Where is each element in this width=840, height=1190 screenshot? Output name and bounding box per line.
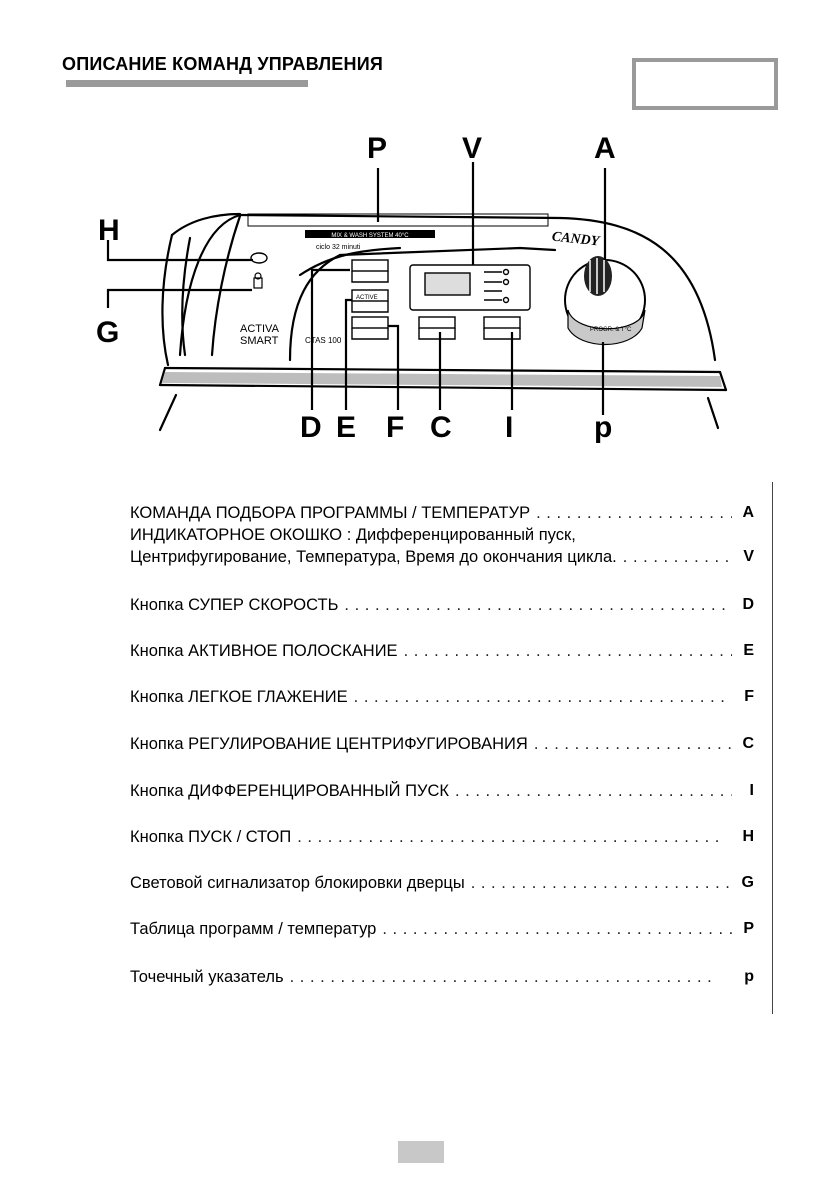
leader-dots: ........................................… [289,968,718,986]
legend-label: Кнопка РЕГУЛИРОВАНИЕ ЦЕНТРИФУГИРОВАНИЯ [130,735,528,753]
panel-cycle: ciclo 32 minuti [316,244,361,251]
leader-dots: ........................................… [403,642,732,660]
legend-key: A [742,504,754,521]
legend-key: H [742,828,754,845]
start-stop-button[interactable] [250,252,268,264]
callout-p-upper: P [367,132,387,165]
legend-key: C [742,735,754,752]
legend-key: I [749,782,754,799]
callout-d: D [300,411,322,444]
leader-dots: ........................................… [470,874,732,892]
button-e-label: ACTIVE [356,295,378,301]
legend-row-v-line1: ИНДИКАТОРНОЕ ОКОШКО : Дифференцированный… [130,526,576,544]
callout-a: A [594,132,616,165]
panel-banner: MIX & WASH SYSTEM 40°C [331,233,409,239]
legend-label: Кнопка ЛЕГКОЕ ГЛАЖЕНИЕ [130,688,348,706]
leader-dots: ........................................… [353,688,732,706]
knob-label: PROGR. & T°C [590,327,632,333]
title-underline [66,80,308,87]
legend-label: Точечный указатель [130,968,284,986]
legend-label: Кнопка ПУСК / СТОП [130,828,292,846]
callout-p-lower: p [594,411,612,444]
legend-row-v: Центрифугирование, Температура, Время до… [130,546,754,568]
leader-dots: ........................................… [382,920,732,938]
delay-start-button[interactable] [483,316,521,329]
legend-label: Центрифугирование, Температура, Время до… [130,548,617,566]
legend-row-p-upper: Таблица программ / температур ..........… [130,918,754,940]
callout-v: V [462,132,482,165]
legend-label: КОМАНДА ПОДБОРА ПРОГРАММЫ / ТЕМПЕРАТУР [130,504,531,522]
leader-dots: ........................................… [536,504,732,522]
callout-e: E [336,411,356,444]
legend-key: D [742,596,754,613]
callout-c: C [430,411,452,444]
legend-row-e: Кнопка АКТИВНОЕ ПОЛОСКАНИЕ .............… [130,640,754,662]
callout-i: I [505,411,513,444]
legend-label: Таблица программ / температур [130,920,377,938]
leader-dots: ........................................… [344,596,732,614]
leader-dots: ........................................… [297,828,725,846]
legend-row-p-lower: Точечный указатель .....................… [130,966,754,988]
page-title: ОПИСАНИЕ КОМАНД УПРАВЛЕНИЯ [62,54,383,74]
leader-dots: ........................................… [455,782,732,800]
active-rinse-button[interactable] [351,289,389,302]
callout-h: H [98,214,120,247]
page-number-box [398,1141,444,1163]
callout-g: G [96,316,119,349]
legend-label: Кнопка АКТИВНОЕ ПОЛОСКАНИЕ [130,642,398,660]
legend-rule [772,482,773,1014]
legend-key: F [744,688,754,705]
legend-label: Кнопка ДИФФЕРЕНЦИРОВАННЫЙ ПУСК [130,782,449,800]
legend-label: Световой сигнализатор блокировки дверцы [130,874,465,892]
legend-key: P [743,920,754,937]
legend-row-c: Кнопка РЕГУЛИРОВАНИЕ ЦЕНТРИФУГИРОВАНИЯ .… [130,733,754,755]
program-knob[interactable] [564,256,646,345]
brand-logo: CANDY [551,230,601,250]
super-speed-button[interactable] [351,259,389,272]
legend-row-f: Кнопка ЛЕГКОЕ ГЛАЖЕНИЕ .................… [130,686,754,708]
callout-f: F [386,411,404,444]
legend-key: V [743,548,754,565]
language-box [632,58,778,110]
control-panel-diagram: MIX & WASH SYSTEM 40°C ciclo 32 minuti C… [96,132,728,444]
spin-button[interactable] [418,316,456,329]
model-code: CTAS 100 [305,336,342,345]
door-lock-indicator [253,272,263,289]
model-line2: SMART [240,335,279,347]
legend-key: G [741,874,754,891]
legend-row-i: Кнопка ДИФФЕРЕНЦИРОВАННЫЙ ПУСК .........… [130,780,754,802]
legend-row-d: Кнопка СУПЕР СКОРОСТЬ ..................… [130,594,754,616]
leader-dots: ........................................… [622,548,732,566]
legend-row-g: Световой сигнализатор блокировки дверцы … [130,872,754,894]
easy-iron-button[interactable] [351,316,389,329]
legend-row-a: КОМАНДА ПОДБОРА ПРОГРАММЫ / ТЕМПЕРАТУР .… [130,502,754,524]
leader-dots: ........................................… [533,735,732,753]
legend-key: E [743,642,754,659]
display-window [409,264,531,311]
legend-label: Кнопка СУПЕР СКОРОСТЬ [130,596,339,614]
legend-row-h: Кнопка ПУСК / СТОП .....................… [130,826,754,848]
model-line1: ACTIVA [240,323,280,335]
legend-key: p [744,968,754,985]
